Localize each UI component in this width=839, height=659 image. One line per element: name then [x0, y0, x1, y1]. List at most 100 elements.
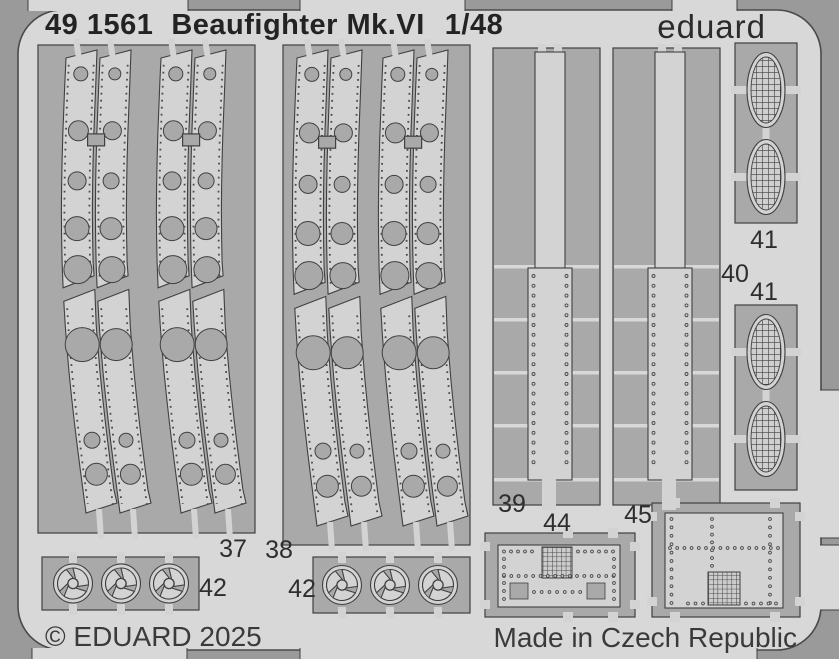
lightening-hole	[436, 475, 458, 497]
lightening-hole	[98, 256, 126, 284]
product-name: Beaufighter Mk.VI	[171, 9, 424, 41]
rivet-dot	[710, 540, 714, 545]
rivet-row	[186, 308, 209, 505]
rivet-dot	[612, 581, 616, 585]
lightening-hole	[197, 121, 217, 141]
lightening-hole	[67, 120, 89, 142]
rivet-dot	[564, 460, 569, 465]
rivet-dot	[689, 546, 694, 550]
attachment-tab	[117, 604, 125, 615]
rivet-dot	[744, 601, 748, 606]
attachment-tab	[608, 612, 618, 622]
rivet-dot	[564, 450, 569, 455]
rivet-dot	[669, 517, 674, 521]
grille-oval-mesh	[750, 143, 782, 211]
footer: © EDUARD 2025 Made in Czech Republic	[45, 621, 797, 653]
grille-oval-mesh	[750, 56, 782, 124]
rivet-dot	[686, 601, 690, 606]
curved-strip-segment	[60, 49, 98, 289]
rivet-dot	[669, 550, 674, 555]
rivet-dot	[710, 517, 714, 521]
rivet-row	[319, 64, 326, 286]
made-in-text: Made in Czech Republic	[494, 622, 798, 653]
rivet-row	[356, 315, 379, 517]
rivet-dot	[531, 391, 536, 396]
lightening-hole	[162, 120, 184, 142]
rivet-row	[328, 64, 335, 286]
rivet-dot	[502, 597, 506, 601]
attachment-tab	[795, 512, 805, 521]
rivet-dot	[684, 421, 689, 425]
fan-hub	[432, 579, 444, 591]
attachment-tab	[563, 612, 573, 622]
lightening-hole	[350, 475, 372, 497]
attachment-tab	[630, 542, 640, 551]
edge-tab	[820, 545, 839, 610]
lightening-hole	[213, 432, 229, 448]
attachment-tab	[731, 348, 749, 356]
rivet-row	[439, 64, 446, 286]
rivet-dot	[651, 293, 656, 298]
rivet-dot	[651, 362, 656, 367]
lightening-hole	[333, 123, 353, 143]
attachment-tab	[69, 552, 77, 563]
rivet-dot	[684, 440, 689, 445]
rivet-dot	[732, 546, 737, 550]
rivet-row	[294, 64, 301, 286]
part-label-45: 45	[624, 501, 652, 529]
lightening-hole	[159, 216, 185, 242]
attachment-tab	[731, 86, 749, 94]
lightening-hole	[67, 171, 87, 191]
rivet-dot	[710, 532, 714, 537]
lightening-hole	[419, 123, 439, 143]
rivet-dot	[684, 303, 689, 308]
part-label-38: 38	[265, 536, 293, 564]
rivet-dot	[564, 303, 569, 308]
attachment-tab	[608, 528, 618, 538]
rivet-dot	[531, 332, 536, 337]
rivet-row	[122, 64, 129, 279]
rivet-dot	[516, 574, 521, 578]
rivet-dot	[669, 525, 674, 530]
edge-notch	[318, 135, 337, 149]
part-label-39: 39	[498, 490, 526, 518]
lightening-hole	[73, 66, 89, 82]
rivet-dot	[684, 283, 689, 288]
rivet-row	[100, 308, 123, 505]
rivet-dot	[669, 567, 674, 572]
rivet-dot	[562, 590, 567, 594]
rivet-dot	[766, 601, 771, 606]
attachment-tab	[202, 38, 212, 67]
rivet-dot	[682, 546, 687, 550]
rivet-dot	[704, 546, 708, 550]
attachment-tab	[658, 44, 666, 54]
lightening-hole	[381, 221, 407, 246]
lightening-hole	[197, 172, 215, 190]
rivet-dot	[531, 342, 536, 347]
rivet-dot	[684, 401, 689, 406]
rivet-dot	[582, 574, 587, 578]
rivet-dot	[701, 601, 705, 606]
lightening-hole	[194, 328, 228, 362]
lightening-hole	[64, 327, 100, 363]
curved-strip-segment	[325, 49, 363, 296]
lightening-hole	[168, 66, 184, 82]
lightening-hole	[102, 121, 122, 141]
attachment-tab	[542, 478, 556, 510]
rivet-dot	[684, 352, 689, 357]
rivet-dot	[575, 574, 579, 578]
rivet-dot	[651, 332, 656, 337]
rivet-dot	[532, 590, 536, 594]
rivet-dot	[710, 556, 714, 560]
rivet-dot	[768, 584, 772, 589]
attachment-tab	[674, 44, 682, 54]
rivet-dot	[651, 274, 656, 278]
lightening-hole	[99, 328, 133, 362]
rivet-dot	[509, 574, 514, 578]
lightening-hole	[102, 172, 120, 190]
rivet-dot	[597, 574, 601, 578]
lightening-hole	[333, 175, 351, 193]
rivet-row	[217, 64, 224, 279]
rivet-dot	[531, 274, 536, 278]
attachment-tab	[424, 38, 434, 67]
